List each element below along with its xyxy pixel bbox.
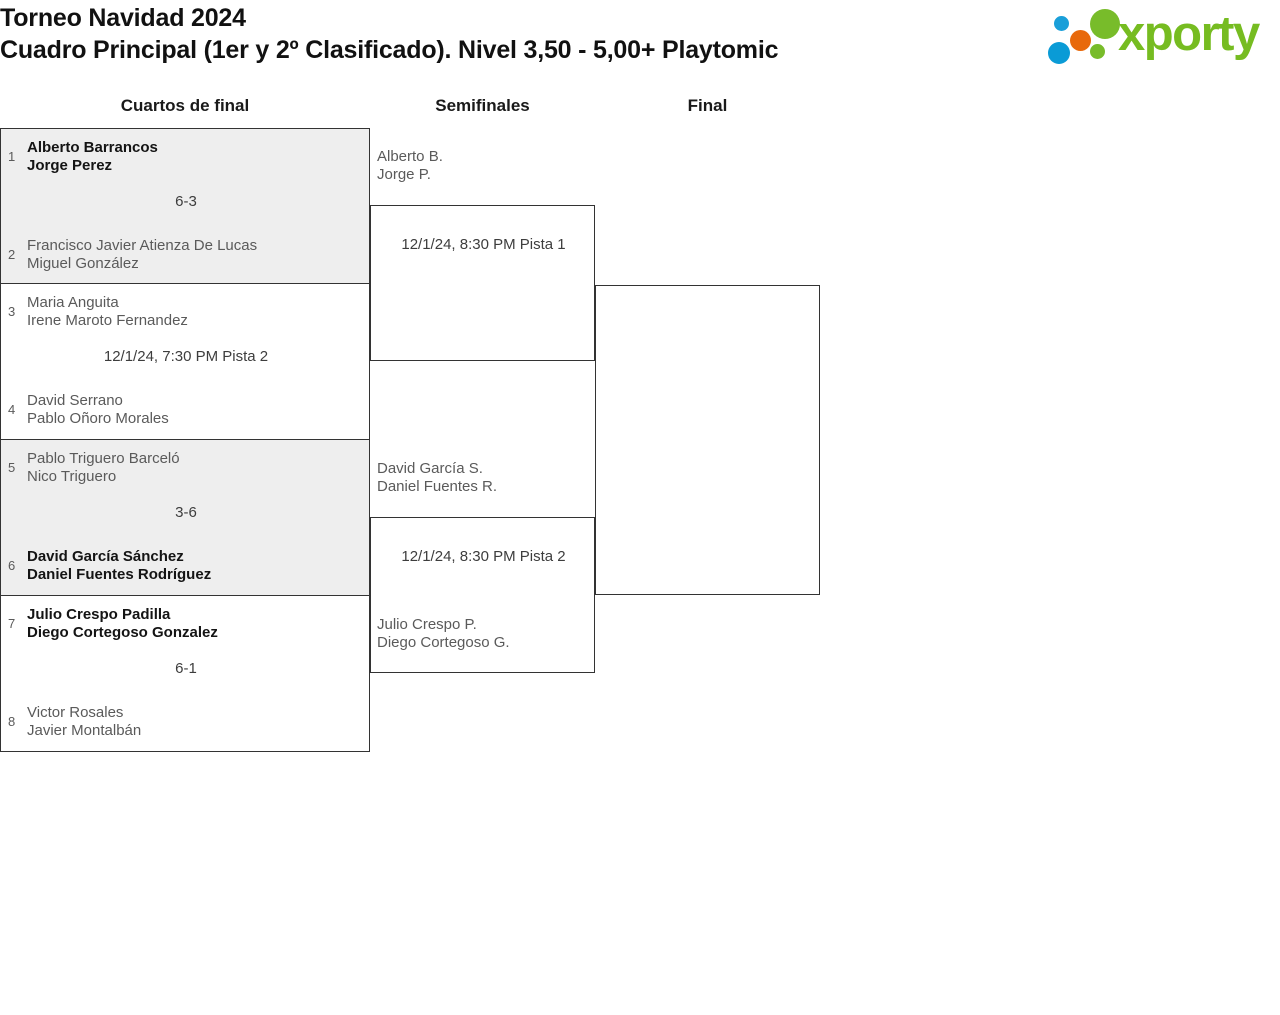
- logo-dot-orange-icon: [1070, 30, 1091, 51]
- match-result: 6-3: [175, 193, 197, 210]
- semifinal-1-team-top[interactable]: Alberto B. Jorge P.: [377, 148, 593, 184]
- player-name: Diego Cortegoso Gonzalez: [27, 624, 218, 641]
- seed-number: 2: [8, 247, 16, 262]
- semifinal-match-2[interactable]: 12/1/24, 8:30 PM Pista 2: [370, 517, 595, 673]
- seed-number: 3: [8, 304, 16, 319]
- semifinal-2-team-top[interactable]: David García S. Daniel Fuentes R.: [377, 460, 593, 496]
- match-schedule: 12/1/24, 8:30 PM Pista 1: [401, 236, 566, 253]
- player-name: Daniel Fuentes R.: [377, 478, 498, 495]
- player-name: Jorge P.: [377, 166, 431, 183]
- player-name: Miguel González: [27, 255, 139, 272]
- match-schedule: 12/1/24, 8:30 PM Pista 2: [401, 548, 566, 565]
- match-team-top[interactable]: 7 Julio Crespo Padilla Diego Cortegoso G…: [1, 602, 369, 646]
- seed-number: 8: [8, 714, 16, 729]
- seed-number: 7: [8, 616, 16, 631]
- quarterfinal-match-4[interactable]: 7 Julio Crespo Padilla Diego Cortegoso G…: [0, 596, 370, 752]
- player-name: David García Sánchez: [27, 548, 184, 565]
- semifinal-match-1[interactable]: 12/1/24, 8:30 PM Pista 1: [370, 205, 595, 361]
- semifinal-2-team-bottom[interactable]: Julio Crespo P. Diego Cortegoso G.: [377, 616, 593, 652]
- player-name: David García S.: [377, 460, 483, 477]
- logo-dot-green-large-icon: [1090, 9, 1120, 39]
- logo-dot-blue-small-icon: [1054, 16, 1069, 31]
- tournament-title-block: Torneo Navidad 2024 Cuadro Principal (1e…: [0, 2, 1000, 66]
- tournament-subtitle: Cuadro Principal (1er y 2º Clasificado).…: [0, 36, 779, 64]
- player-name: Jorge Perez: [27, 157, 113, 174]
- player-name: Alberto Barrancos: [27, 139, 158, 156]
- match-result: 6-1: [175, 660, 197, 677]
- quarterfinal-match-2[interactable]: 3 Maria Anguita Irene Maroto Fernandez 1…: [0, 284, 370, 440]
- player-name: Victor Rosales: [27, 704, 124, 721]
- match-team-bottom[interactable]: 4 David Serrano Pablo Oñoro Morales: [1, 388, 369, 432]
- tournament-name: Torneo Navidad 2024: [0, 4, 246, 32]
- player-name: Pablo Oñoro Morales: [27, 410, 169, 427]
- player-name: David Serrano: [27, 392, 123, 409]
- match-team-bottom[interactable]: 2 Francisco Javier Atienza De Lucas Migu…: [1, 233, 369, 277]
- seed-number: 1: [8, 149, 16, 164]
- match-team-top[interactable]: 5 Pablo Triguero Barceló Nico Triguero: [1, 446, 369, 490]
- logo-dot-green-small-icon: [1090, 44, 1105, 59]
- player-name: Francisco Javier Atienza De Lucas: [27, 237, 258, 254]
- player-name: Julio Crespo P.: [377, 616, 477, 633]
- xporty-logo[interactable]: xporty: [1046, 4, 1274, 64]
- round-header-quarterfinals: Cuartos de final: [120, 96, 250, 115]
- seed-number: 4: [8, 402, 16, 417]
- match-team-top[interactable]: 3 Maria Anguita Irene Maroto Fernandez: [1, 290, 369, 334]
- quarterfinal-match-1[interactable]: 1 Alberto Barrancos Jorge Perez 6-3 2 Fr…: [0, 128, 370, 284]
- page-header: Torneo Navidad 2024 Cuadro Principal (1e…: [0, 0, 1280, 80]
- player-name: Nico Triguero: [27, 468, 117, 485]
- seed-number: 5: [8, 460, 16, 475]
- player-name: Diego Cortegoso G.: [377, 634, 510, 651]
- final-match[interactable]: [595, 285, 820, 595]
- match-team-bottom[interactable]: 6 David García Sánchez Daniel Fuentes Ro…: [1, 544, 369, 588]
- round-header-final: Final: [687, 96, 728, 115]
- match-schedule: 12/1/24, 7:30 PM Pista 2: [103, 348, 269, 365]
- round-header-semifinals: Semifinales: [435, 96, 530, 115]
- match-team-bottom[interactable]: 8 Victor Rosales Javier Montalbán: [1, 700, 369, 744]
- player-name: Maria Anguita: [27, 294, 119, 311]
- player-name: Irene Maroto Fernandez: [27, 312, 188, 329]
- match-team-top[interactable]: 1 Alberto Barrancos Jorge Perez: [1, 135, 369, 179]
- match-result: 3-6: [175, 504, 197, 521]
- player-name: Daniel Fuentes Rodríguez: [27, 566, 212, 583]
- logo-wordmark: xporty: [1118, 7, 1260, 61]
- player-name: Javier Montalbán: [27, 722, 142, 739]
- seed-number: 6: [8, 558, 16, 573]
- player-name: Julio Crespo Padilla: [27, 606, 171, 623]
- player-name: Alberto B.: [377, 148, 443, 165]
- quarterfinal-match-3[interactable]: 5 Pablo Triguero Barceló Nico Triguero 3…: [0, 440, 370, 596]
- player-name: Pablo Triguero Barceló: [27, 450, 180, 467]
- logo-dot-blue-large-icon: [1048, 42, 1070, 64]
